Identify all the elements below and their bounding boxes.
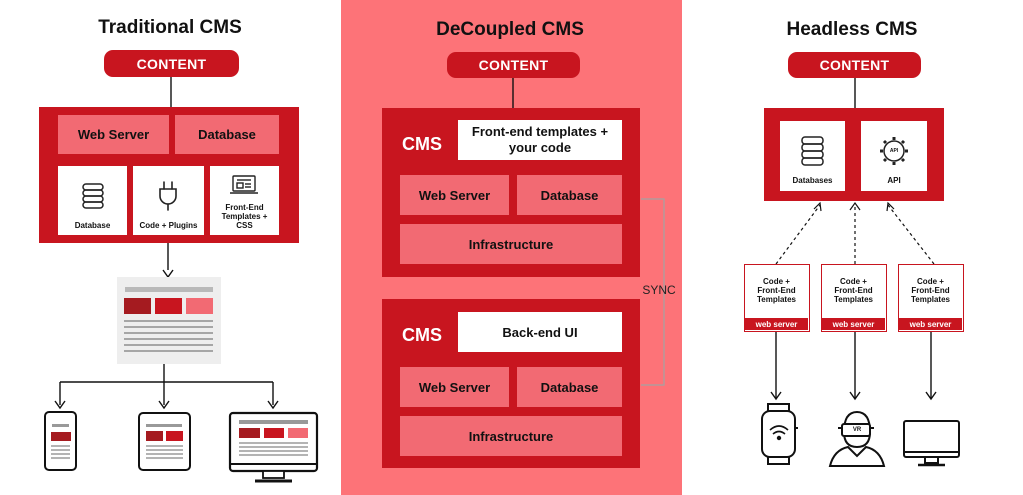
headless-frontend-card-1: Code + Front-End Templates web server bbox=[744, 264, 810, 332]
frontend-card-text: Code + Front-End Templates bbox=[911, 276, 950, 304]
template-icon bbox=[230, 175, 258, 194]
traditional-title: Traditional CMS bbox=[98, 17, 242, 38]
traditional-database-card: Database bbox=[58, 166, 127, 235]
traditional-code-plugins-card: Code + Plugins bbox=[133, 166, 204, 235]
smartwatch-icon bbox=[761, 403, 798, 465]
headless-title: Headless CMS bbox=[786, 19, 918, 40]
database-icon bbox=[82, 183, 104, 209]
frontend-card-footer: web server bbox=[822, 318, 885, 330]
decoupled-bottom-infrastructure: Infrastructure bbox=[400, 416, 622, 456]
desktop-monitor-icon bbox=[903, 420, 960, 467]
plug-icon bbox=[159, 181, 177, 211]
frontend-card-text: Code + Front-End Templates bbox=[834, 276, 873, 304]
traditional-web-server: Web Server bbox=[58, 115, 169, 154]
traditional-database: Database bbox=[175, 115, 279, 154]
headless-databases-card: Databases bbox=[780, 121, 845, 191]
decoupled-bottom-database: Database bbox=[517, 367, 622, 407]
headless-databases-label: Databases bbox=[792, 175, 833, 185]
traditional-templates-label: Front-End Templates + CSS bbox=[221, 202, 268, 230]
webpage-mock bbox=[117, 277, 221, 364]
vr-headset-person-icon bbox=[828, 410, 886, 467]
api-gear-icon bbox=[880, 137, 908, 165]
headless-api-label: API bbox=[887, 175, 901, 185]
headless-frontend-card-3: Code + Front-End Templates web server bbox=[898, 264, 964, 332]
decoupled-title: DeCoupled CMS bbox=[436, 19, 584, 40]
decoupled-bottom-web-server: Web Server bbox=[400, 367, 509, 407]
database-icon bbox=[801, 136, 824, 166]
decoupled-bottom-header: Back-end UI bbox=[458, 312, 622, 352]
decoupled-content-pill: CONTENT bbox=[447, 52, 580, 78]
decoupled-top-web-server: Web Server bbox=[400, 175, 509, 215]
tablet-icon bbox=[138, 412, 191, 471]
traditional-code-plugins-label: Code + Plugins bbox=[139, 220, 198, 230]
sync-label: SYNC bbox=[642, 283, 676, 297]
frontend-card-text: Code + Front-End Templates bbox=[757, 276, 796, 304]
phone-icon bbox=[44, 411, 77, 471]
decoupled-top-database: Database bbox=[517, 175, 622, 215]
vr-label: VR bbox=[852, 427, 862, 433]
frontend-card-footer: web server bbox=[745, 318, 808, 330]
frontend-card-footer: web server bbox=[899, 318, 962, 330]
headless-api-card: API API bbox=[861, 121, 927, 191]
headless-frontend-card-2: Code + Front-End Templates web server bbox=[821, 264, 887, 332]
traditional-content-pill: CONTENT bbox=[104, 50, 239, 77]
traditional-templates-card: Front-End Templates + CSS bbox=[210, 166, 279, 235]
decoupled-top-infrastructure: Infrastructure bbox=[400, 224, 622, 264]
traditional-database-card-label: Database bbox=[74, 220, 111, 230]
decoupled-top-header: Front-end templates + your code bbox=[458, 120, 622, 160]
headless-content-pill: CONTENT bbox=[788, 52, 921, 78]
api-badge-text: API bbox=[889, 148, 899, 154]
decoupled-bottom-cms-label: CMS bbox=[402, 324, 442, 345]
desktop-monitor-icon bbox=[228, 411, 319, 483]
decoupled-top-cms-label: CMS bbox=[402, 133, 442, 154]
